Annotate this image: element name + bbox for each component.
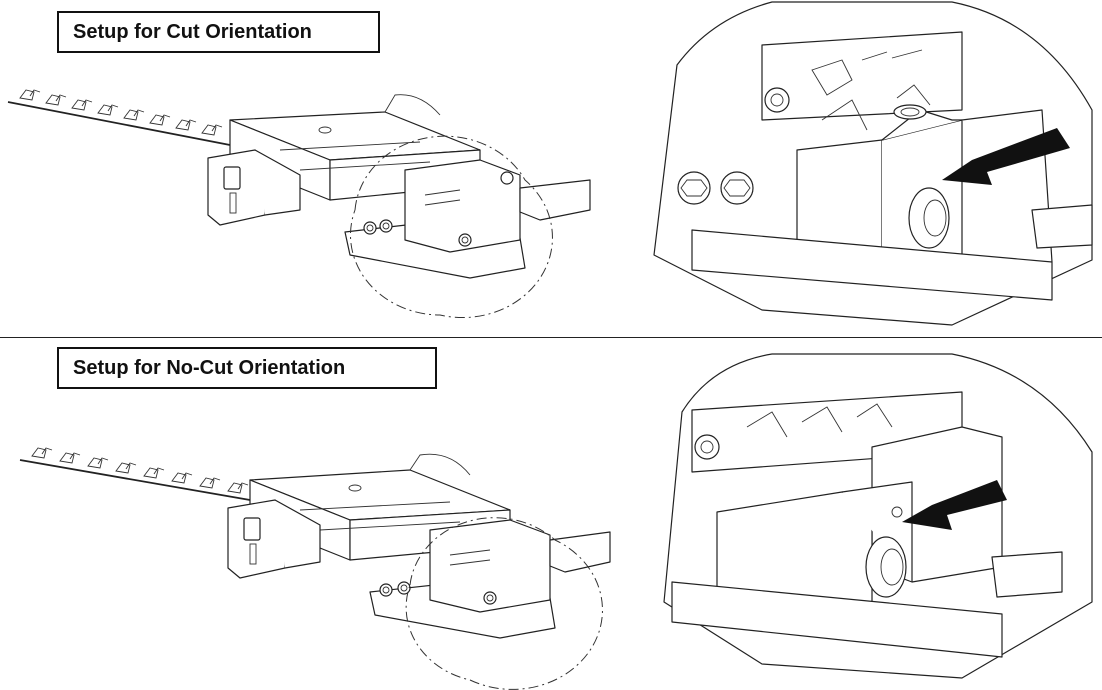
terminal-strip	[7, 89, 231, 146]
cut-orientation-detail-drawing	[653, 1, 1093, 326]
no-cut-orientation-label-text: Setup for No-Cut Orientation	[73, 356, 346, 379]
detail-callout-circle	[405, 517, 603, 690]
cut-orientation-label: Setup for Cut Orientation	[57, 11, 380, 53]
feed-block	[207, 149, 301, 226]
base-block	[369, 519, 611, 639]
detail-callout-circle	[350, 135, 553, 319]
terminal-strip	[19, 447, 251, 501]
no-cut-orientation-detail-drawing	[663, 353, 1093, 679]
no-cut-orientation-label: Setup for No-Cut Orientation	[57, 347, 437, 389]
arrow-indicator-icon	[942, 128, 1070, 185]
base-block	[344, 159, 591, 279]
section-divider	[0, 337, 1102, 338]
cut-orientation-overview-drawing	[7, 89, 591, 319]
cut-orientation-label-text: Setup for Cut Orientation	[73, 20, 312, 43]
no-cut-orientation-overview-drawing	[19, 447, 611, 690]
feed-block	[227, 499, 321, 579]
arrow-indicator-icon	[902, 480, 1007, 530]
